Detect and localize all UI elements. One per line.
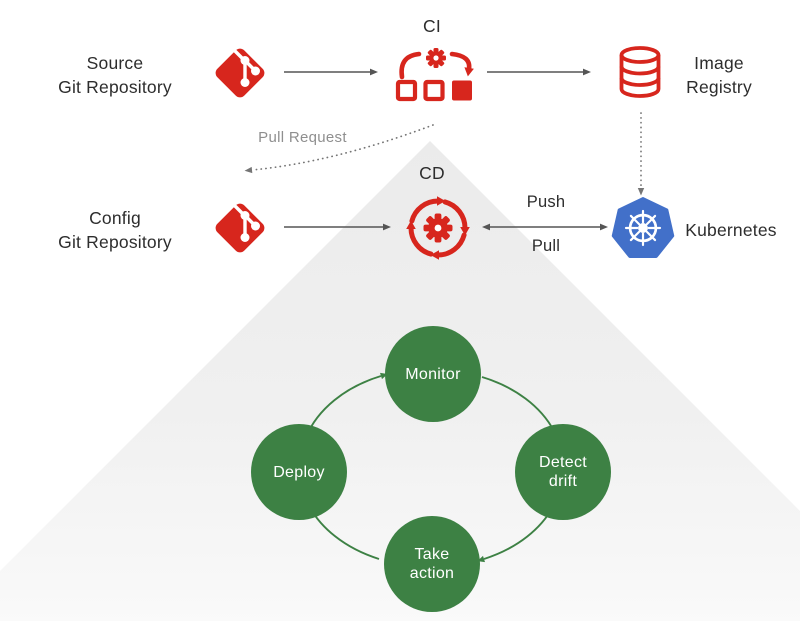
cycle-step-detect-drift-label-line2: drift (548, 473, 578, 490)
cycle-step-deploy-label: Deploy (273, 463, 325, 481)
image-registry-icon (619, 46, 661, 98)
image-registry-label-line1: Image (694, 53, 744, 73)
config-git-icon (215, 203, 265, 253)
cycle-step-deploy: Deploy (251, 424, 347, 520)
ci-label: CI (423, 16, 441, 36)
source-repo-label-line1: Source (86, 53, 144, 73)
cycle-step-detect-drift-label: Detect (538, 454, 588, 471)
dotted-arrow-pull-request (244, 124, 434, 174)
kubernetes-label: Kubernetes (685, 220, 777, 240)
cycle-step-take-action-label-line2: action (409, 565, 455, 582)
push-label: Push (526, 193, 566, 211)
ci-icon (395, 48, 474, 102)
cycle-step-take-action-label: Take (414, 546, 450, 563)
config-repo-label-line1: Config (89, 208, 141, 228)
arc-monitor-to-detect-drift (481, 376, 558, 438)
kubernetes-icon (611, 197, 675, 259)
config-repo-label: Config Git Repository (25, 206, 205, 254)
cycle-step-monitor-label: Monitor (405, 365, 461, 383)
cycle-step-monitor: Monitor (385, 326, 481, 422)
image-registry-label-line2: Registry (686, 77, 752, 97)
cycle-step-detect-drift: Detect drift (515, 424, 611, 520)
cycle-step-take-action: Take action (384, 516, 480, 612)
config-repo-label-line2: Git Repository (58, 232, 172, 252)
source-repo-label: Source Git Repository (25, 51, 205, 99)
cd-icon (406, 196, 470, 260)
image-registry-label: Image Registry (649, 51, 789, 99)
pull-label: Pull (531, 237, 561, 255)
source-repo-label-line2: Git Repository (58, 77, 172, 97)
pull-request-label: Pull Request (258, 129, 347, 146)
source-git-icon (215, 48, 265, 98)
cd-label: CD (419, 163, 445, 183)
